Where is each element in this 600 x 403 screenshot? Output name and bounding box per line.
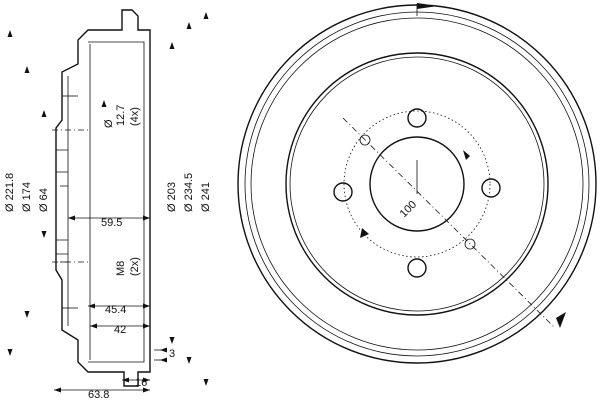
section-mark-top (417, 3, 438, 9)
diagonal-centerline (342, 117, 556, 329)
stud-hole-top (407, 108, 427, 128)
hub-bore-detail-bottom (56, 239, 68, 263)
thread-hole-lower (464, 238, 476, 250)
arrow-down-4 (169, 337, 175, 344)
dim-63-8-label: 63.8 (88, 389, 109, 401)
pcd-circle (343, 110, 491, 258)
dim-16-label: 16 (135, 377, 147, 389)
arrow-up-6 (203, 12, 209, 19)
thread-hole-upper (359, 134, 371, 146)
hole-callout-arrow (101, 100, 107, 107)
arrow-up-5 (186, 22, 192, 29)
diam-174-label: Ø 174 (21, 182, 33, 212)
arrow-up-3 (41, 110, 47, 117)
pcd-arrow-upper (463, 150, 470, 160)
dim-45-4-label: 45.4 (105, 304, 126, 316)
diam-64-label: Ø 64 (38, 188, 50, 212)
stud-hole-bottom (407, 258, 427, 278)
arrow-up-4 (169, 42, 175, 49)
hole-count-label: (4x) (129, 107, 141, 126)
pcd-label: 100 (398, 199, 419, 220)
diam-203-label: Ø 203 (166, 182, 178, 212)
thread-size-label: M8 (115, 261, 127, 276)
hub-bore-detail-top (56, 149, 68, 187)
arrow-down-5 (186, 357, 192, 364)
diam-234-5-label: Ø 234.5 (183, 173, 195, 212)
center-bore (369, 136, 465, 232)
section-mark-bottom (556, 312, 566, 328)
thread-count-label: (2x) (129, 257, 141, 276)
stud-hole-right (481, 178, 501, 198)
arrow-up-2 (24, 66, 30, 73)
arrow-up-1 (7, 30, 13, 37)
arrow-down-6 (203, 379, 209, 386)
hole-diam-symbol: Ø (103, 119, 115, 128)
stud-hole-left (333, 182, 353, 202)
dim-3-label: 3 (169, 348, 175, 360)
braking-surface-inner (289, 56, 545, 312)
hole-size-label: 12.7 (115, 105, 127, 126)
braking-surface (285, 52, 549, 316)
arrow-down-3 (41, 231, 47, 238)
arrow-down-2 (24, 311, 30, 318)
arrow-down-1 (7, 349, 13, 356)
drum-inner-wall (88, 41, 145, 363)
pcd-arrow-lower (360, 228, 369, 238)
drum-rim-3 (250, 17, 584, 351)
front-view: 100 (237, 3, 597, 364)
dim-42-label: 42 (114, 324, 126, 336)
dim-59-5-label: 59.5 (101, 217, 122, 229)
section-view: 59.5 45.4 42 3 16 63.8 (4, 9, 212, 401)
diam-221-8-label: Ø 221.8 (4, 173, 16, 212)
diam-241-label: Ø 241 (200, 182, 212, 212)
drum-outer-profile (55, 9, 151, 387)
